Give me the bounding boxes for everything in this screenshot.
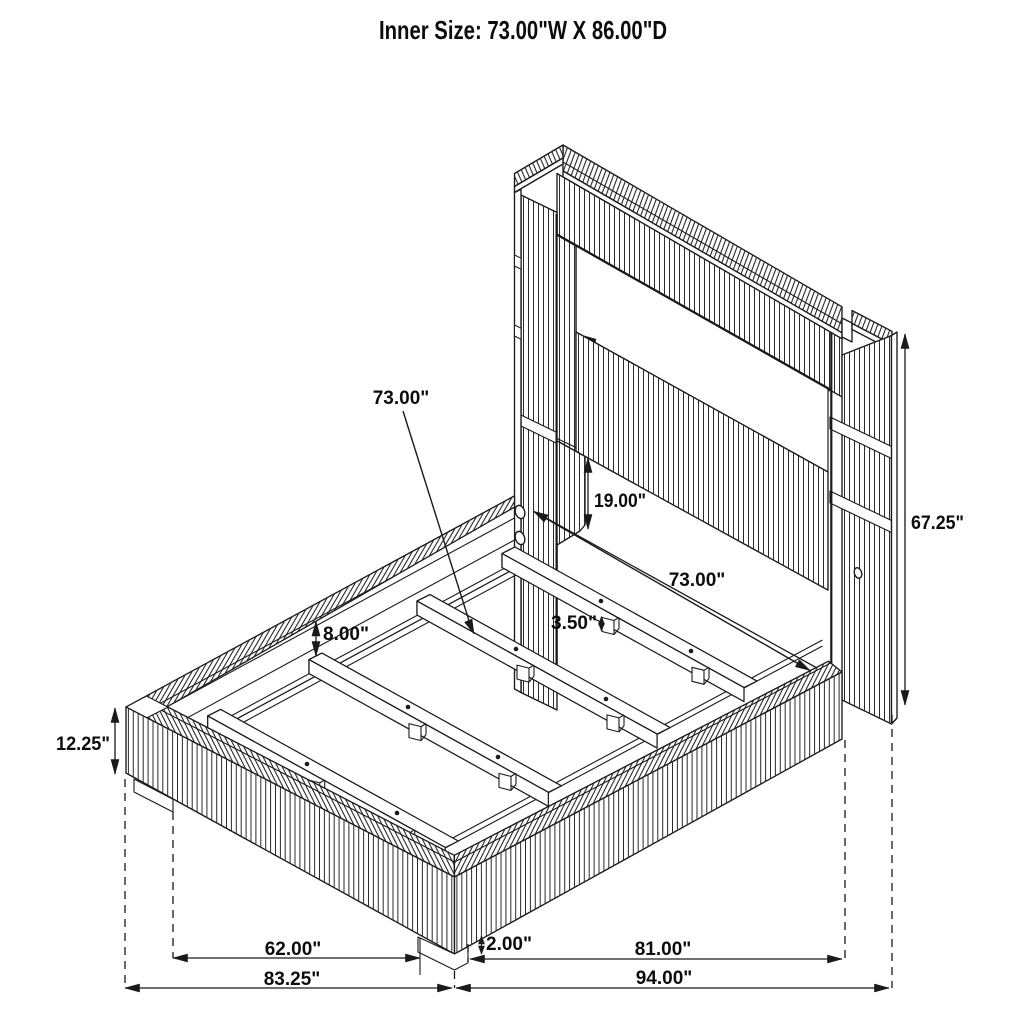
svg-text:73.00": 73.00" — [669, 570, 726, 591]
svg-text:19.00": 19.00" — [594, 491, 646, 512]
svg-text:62.00": 62.00" — [265, 939, 322, 960]
svg-text:2.00": 2.00" — [486, 934, 532, 955]
svg-text:94.00": 94.00" — [636, 968, 693, 989]
svg-text:73.00": 73.00" — [373, 388, 430, 409]
svg-text:83.25": 83.25" — [264, 969, 321, 990]
svg-text:67.25": 67.25" — [911, 513, 964, 534]
svg-text:Inner Size: 73.00"W X 86.00"D: Inner Size: 73.00"W X 86.00"D — [379, 15, 667, 45]
svg-text:8.00": 8.00" — [323, 624, 369, 645]
svg-text:3.50": 3.50" — [551, 613, 597, 634]
svg-text:81.00": 81.00" — [635, 939, 692, 960]
svg-text:12.25": 12.25" — [56, 734, 110, 755]
